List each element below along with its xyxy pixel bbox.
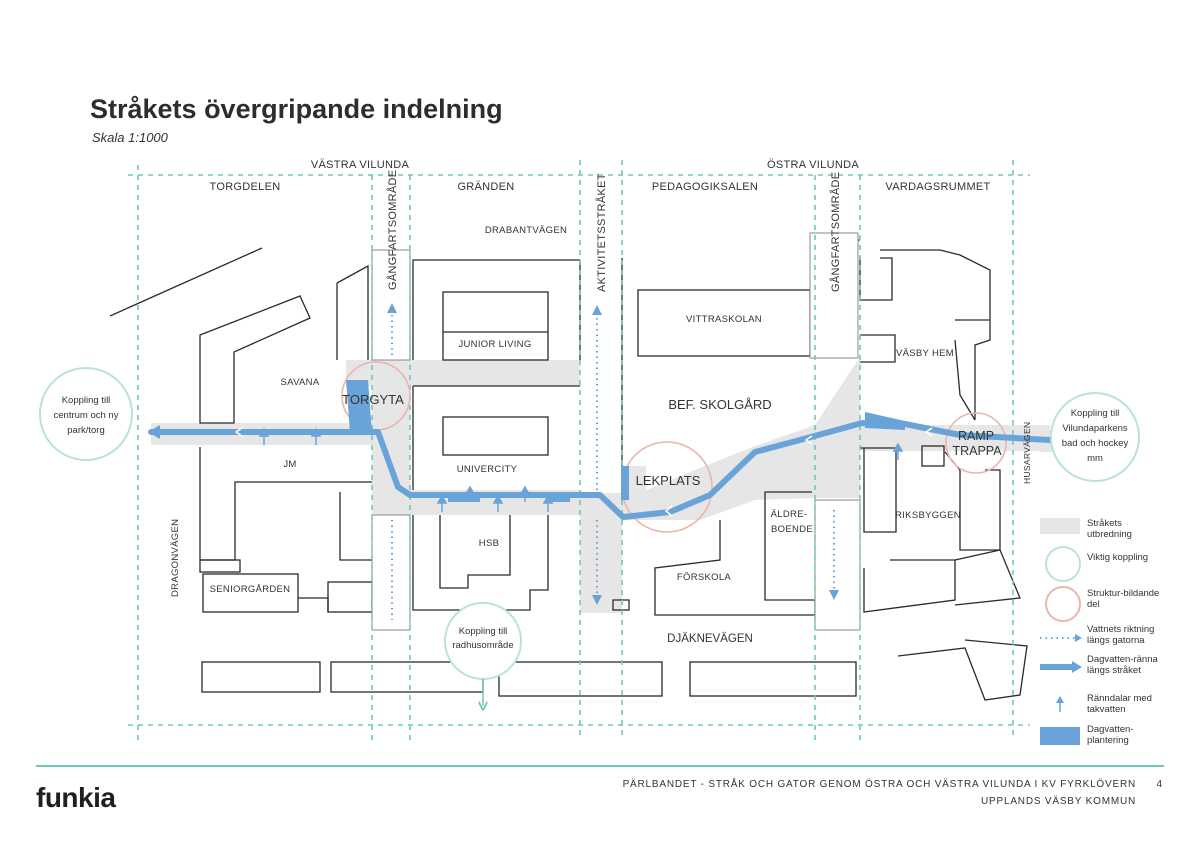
- label-riksbyggen: RIKSBYGGEN: [895, 510, 961, 521]
- zone-pedagogiksalen: PEDAGOGIKSALEN: [652, 181, 758, 193]
- page-title: Stråkets övergripande indelning: [90, 94, 503, 124]
- zone-grid: [128, 160, 1030, 740]
- district-west: VÄSTRA VILUNDA: [311, 159, 410, 171]
- label-aldreboende-2: BOENDE: [771, 524, 813, 535]
- koppling-circles: [39, 367, 1140, 680]
- conn-right-3: bad och hockey: [1062, 438, 1129, 449]
- footer-client: UPPLANDS VÄSBY KOMMUN: [981, 796, 1136, 807]
- conn-left-1: Koppling till: [62, 395, 111, 406]
- legend-plantering: Dagvatten-plantering: [1087, 724, 1134, 746]
- label-djaknevagen: DJÄKNEVÄGEN: [667, 633, 753, 645]
- label-dragonvagen: DRAGONVÄGEN: [170, 519, 181, 597]
- label-bef-skolgard: BEF. SKOLGÅRD: [668, 397, 771, 412]
- label-husarvagen: HUSARVÄGEN: [1022, 422, 1032, 484]
- conn-bottom-1: Koppling till: [459, 626, 508, 637]
- ranndalar: [258, 427, 904, 512]
- label-univercity: UNIVERCITY: [457, 464, 518, 475]
- conn-bottom-2: radhusområde: [452, 640, 513, 651]
- zone-torgdelen: TORGDELEN: [210, 181, 281, 193]
- label-torgyta: TORGYTA: [342, 392, 404, 407]
- label-lekplats: LEKPLATS: [636, 473, 701, 488]
- vattnets-riktning: [387, 303, 839, 620]
- label-hsb: HSB: [479, 538, 499, 549]
- footer-divider: [36, 765, 1164, 767]
- label-jm: JM: [283, 459, 296, 470]
- zone-aktivitet: AKTIVITETSSTRÅKET: [595, 173, 608, 292]
- buildings: [109, 239, 1028, 701]
- zone-vardagsrummet: VARDAGSRUMMET: [885, 181, 990, 193]
- label-trappa: TRAPPA: [952, 444, 1002, 458]
- legend-struktur: Struktur-bildande del: [1087, 588, 1160, 610]
- gangfart-strips: [371, 232, 861, 631]
- zone-gangfart-2: GÅNGFARTSOMRÅDE: [829, 172, 842, 292]
- conn-left-2: centrum och ny: [54, 410, 119, 421]
- legend-dagvattenranna: Dagvatten-ränna längs stråket: [1087, 654, 1158, 676]
- legend-utbredning: Stråkets utbredning: [1087, 518, 1132, 540]
- label-vittraskolan: VITTRASKOLAN: [686, 314, 762, 325]
- label-seniorgarden: SENIORGÅRDEN: [210, 584, 291, 595]
- conn-right-4: mm: [1087, 453, 1103, 464]
- label-vasby-hem: VÄSBY HEM: [896, 348, 954, 359]
- label-savana: SAVANA: [281, 377, 320, 388]
- label-ramp: RAMP: [958, 429, 994, 443]
- legend-symbols: [1040, 518, 1082, 745]
- conn-left-3: park/torg: [67, 425, 105, 436]
- ranna-arrowhead: [148, 425, 160, 439]
- label-drabantvagen: DRABANTVÄGEN: [485, 225, 567, 236]
- footer-project: PÄRLBANDET - STRÅK OCH GATOR GENOM ÖSTRA…: [622, 779, 1136, 790]
- label-forskola: FÖRSKOLA: [677, 572, 731, 583]
- conn-right-2: Vilundaparkens: [1062, 423, 1128, 434]
- flow-chevrons: [234, 427, 933, 517]
- dagvatten-ranna: [148, 420, 1053, 520]
- zone-granden: GRÄNDEN: [457, 181, 514, 193]
- footer-page-number: 4: [1156, 779, 1162, 790]
- funkia-logo: funkia: [36, 782, 116, 813]
- conn-right-1: Koppling till: [1071, 408, 1120, 419]
- scale-label: Skala 1:1000: [92, 130, 168, 145]
- zone-gangfart-1: GÅNGFARTSOMRÅDE: [386, 170, 399, 290]
- legend-vattnets: Vattnets riktning längs gatorna: [1087, 624, 1155, 646]
- legend-koppling: Viktig koppling: [1087, 552, 1149, 563]
- label-aldreboende-1: ÄLDRE-: [771, 509, 808, 520]
- district-east: ÖSTRA VILUNDA: [767, 159, 859, 171]
- label-junior-living: JUNIOR LIVING: [458, 339, 531, 350]
- legend-ranndalar: Ränndalar med takvatten: [1087, 693, 1152, 715]
